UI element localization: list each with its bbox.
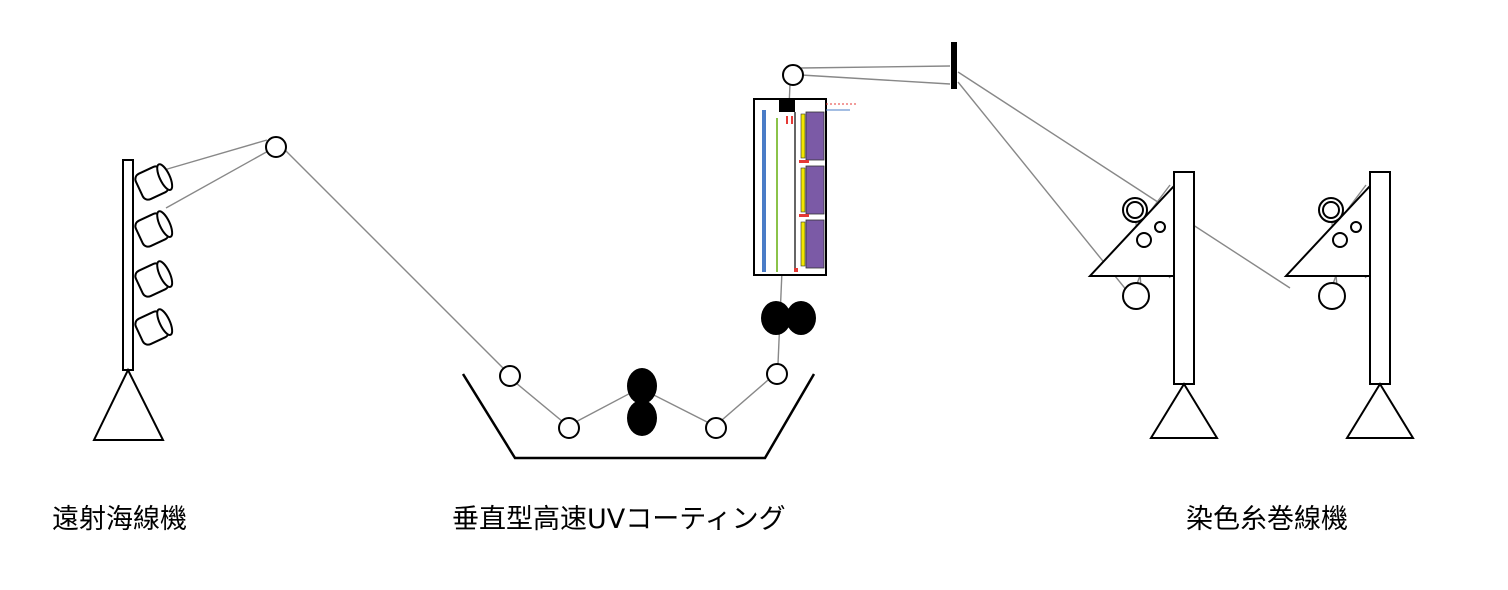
takeup-2-roller-a-inner — [1322, 201, 1340, 219]
takeup-2-roller-b — [1332, 232, 1348, 248]
tank-roller-3 — [705, 417, 727, 439]
takeup-machine-2 — [1283, 171, 1415, 439]
red-tab-4 — [786, 116, 788, 124]
red-tab-2 — [799, 214, 809, 217]
red-tab-1 — [799, 160, 809, 163]
takeup-1-roller-b — [1136, 232, 1152, 248]
coater-top-block — [779, 98, 795, 112]
uv-coater — [753, 64, 858, 335]
payoff-machine-label: 遠射海線機 — [52, 504, 187, 535]
uv-lamp-1 — [805, 111, 825, 161]
takeup-1-arm — [1087, 183, 1175, 277]
takeup-1-bobbin — [1122, 282, 1150, 310]
guide-roller-1 — [265, 136, 287, 158]
tank-roller-1 — [499, 365, 521, 387]
takeup-2-base — [1345, 382, 1415, 439]
nip-roller-right — [786, 301, 816, 335]
takeup-1-roller-a-inner — [1126, 201, 1144, 219]
tank-body — [461, 373, 816, 460]
spool-4 — [134, 308, 174, 346]
top-guide-roller — [782, 64, 804, 86]
takeup-machine-label: 染色糸巻線機 — [1186, 504, 1348, 535]
coating-unit-label: 垂直型高速UVコーティング — [452, 504, 786, 535]
uv-lamp-2 — [805, 165, 825, 215]
takeup-1-base — [1149, 382, 1219, 439]
red-tab-5 — [791, 116, 793, 124]
takeup-1-pole — [1173, 171, 1195, 385]
takeup-machine-1 — [1087, 171, 1219, 439]
takeup-2-bobbin — [1318, 282, 1346, 310]
reflector-3 — [800, 221, 806, 267]
spool-3 — [134, 260, 174, 298]
takeup-1-roller-c — [1154, 221, 1166, 233]
takeup-2-pole — [1369, 171, 1391, 385]
squeeze-roller-top — [627, 368, 657, 404]
red-tab-3 — [794, 268, 798, 272]
squeeze-roller-bottom — [627, 400, 657, 436]
blue-tube — [762, 110, 766, 272]
tank-roller-4 — [766, 363, 788, 385]
takeup-2-roller-c — [1350, 221, 1362, 233]
tension-bar — [951, 42, 957, 89]
spool-1 — [134, 163, 174, 201]
reflector-1 — [800, 113, 806, 159]
spool-2 — [134, 210, 174, 248]
coating-tank — [461, 363, 816, 460]
uv-lamp-3 — [805, 219, 825, 269]
payoff-machine — [92, 136, 287, 441]
payoff-pole — [122, 159, 134, 371]
takeup-2-arm — [1283, 183, 1371, 277]
payoff-base — [92, 367, 165, 441]
reflector-2 — [800, 167, 806, 213]
nip-roller-left — [761, 301, 791, 335]
green-tube — [776, 118, 778, 272]
tank-roller-2 — [558, 417, 580, 439]
